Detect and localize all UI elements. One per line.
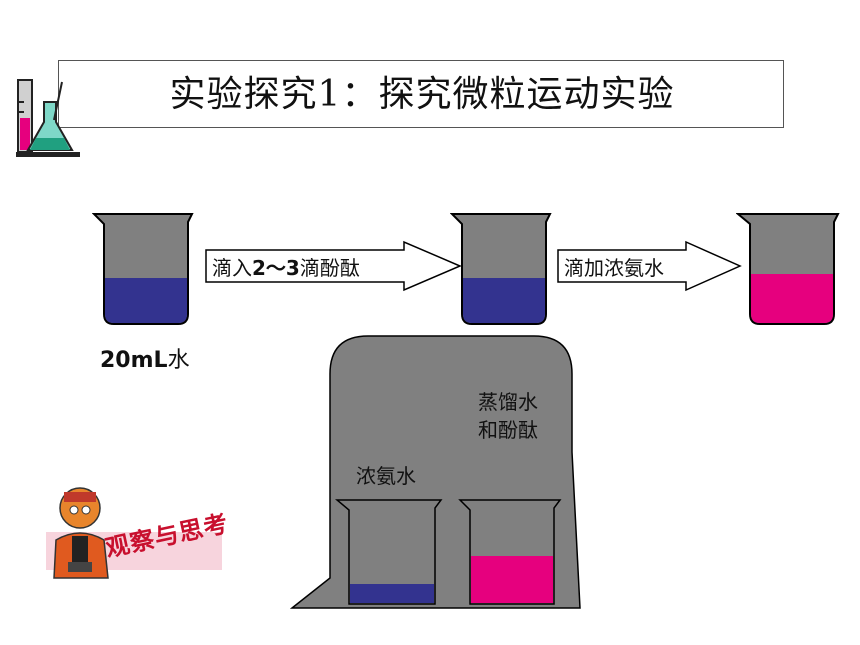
label-distilled-line1: 蒸馏水	[478, 390, 538, 414]
arrow-step2	[557, 240, 742, 292]
volume-unit: 水	[167, 348, 190, 373]
beaker-distilled-phenolphthalein	[458, 499, 562, 605]
title-box: 实验探究1：探究微粒运动实验	[58, 60, 784, 128]
step2-label: 滴加浓氨水	[564, 256, 664, 280]
beaker-ammonia	[335, 499, 443, 605]
pink-liquid	[751, 274, 833, 323]
volume-amount: 20mL	[100, 348, 168, 373]
beaker-phenolphthalein	[450, 213, 552, 325]
volume-label: 20mL水	[100, 342, 190, 374]
ammonia-liquid	[350, 584, 434, 603]
water-liquid	[105, 278, 187, 323]
lab-flask-icon	[16, 79, 80, 157]
page-title: 实验探究1：探究微粒运动实验	[169, 74, 675, 115]
arrow-step1	[205, 240, 462, 292]
label-distilled-water: 蒸馏水 和酚酞	[478, 388, 538, 444]
step1-prefix: 滴入	[212, 256, 252, 280]
beaker-water	[92, 213, 194, 325]
observe-think-badge	[42, 482, 224, 579]
label-ammonia: 浓氨水	[356, 464, 416, 488]
step1-label: 滴入2～3滴酚酞	[212, 252, 360, 281]
distilled-phenolphthalein-liquid	[471, 556, 553, 603]
water-phenolphthalein-liquid	[463, 278, 545, 323]
step1-reagent: 滴酚酞	[299, 256, 360, 280]
step1-amount: 2～3	[252, 256, 300, 280]
beaker-pink	[736, 213, 840, 325]
label-distilled-line2: 和酚酞	[478, 418, 538, 442]
